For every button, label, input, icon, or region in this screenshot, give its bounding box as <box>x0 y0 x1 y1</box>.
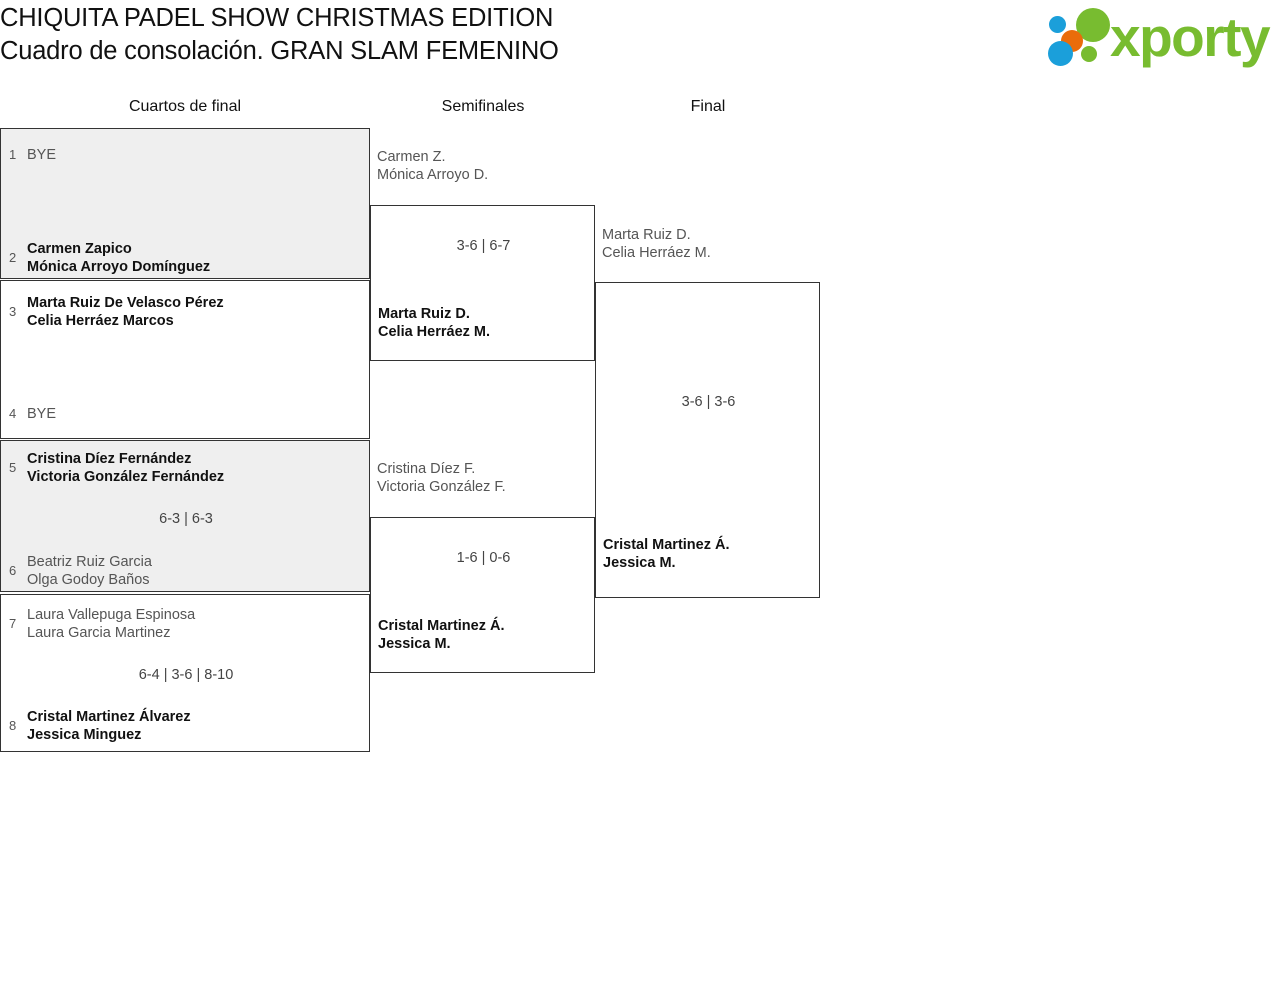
final-team-bottom-champion[interactable]: Cristal Martinez Á. Jessica M. <box>603 537 730 571</box>
team-names: Laura Vallepuga Espinosa Laura Garcia Ma… <box>27 607 196 641</box>
seed-number: 5 <box>9 460 17 475</box>
match-box-sf-2[interactable]: 1-6 | 0-6 Cristal Martinez Á. Jessica M. <box>370 517 595 673</box>
qf-2-team-bottom[interactable]: 4 BYE <box>9 405 56 423</box>
match-box-final[interactable]: 3-6 | 3-6 Cristal Martinez Á. Jessica M. <box>595 282 820 598</box>
sf-2-team-top[interactable]: Cristina Díez F. Victoria González F. <box>377 461 506 495</box>
team-names: BYE <box>27 406 57 422</box>
team-names: Cristina Díez Fernández Victoria Gonzále… <box>27 451 225 485</box>
qf-1-team-bottom[interactable]: 2 Carmen Zapico Mónica Arroyo Domínguez <box>9 240 210 276</box>
sf-1-team-top[interactable]: Carmen Z. Mónica Arroyo D. <box>377 149 489 183</box>
bracket-subtitle: Cuadro de consolación. GRAN SLAM FEMENIN… <box>0 37 559 65</box>
team-names: Marta Ruiz De Velasco Pérez Celia Herráe… <box>27 295 224 329</box>
seed-number: 1 <box>9 147 17 162</box>
qf-3-score: 6-3 | 6-3 <box>159 511 213 527</box>
sf-2-score: 1-6 | 0-6 <box>456 550 511 566</box>
logo-dot-blue-large <box>1048 41 1073 66</box>
qf-2-team-top[interactable]: 3 Marta Ruiz De Velasco Pérez Celia Herr… <box>9 294 224 330</box>
seed-number: 4 <box>9 406 17 421</box>
sf-2-team-bottom[interactable]: Cristal Martinez Á. Jessica M. <box>378 618 505 652</box>
logo-wordmark: xporty <box>1110 6 1271 68</box>
qf-4-score: 6-4 | 3-6 | 8-10 <box>138 667 234 683</box>
final-score: 3-6 | 3-6 <box>681 394 736 410</box>
page-header: CHIQUITA PADEL SHOW CHRISTMAS EDITION Cu… <box>0 0 1280 78</box>
team-names: Carmen Zapico Mónica Arroyo Domínguez <box>27 241 211 275</box>
round-header-quarterfinals: Cuartos de final <box>128 98 242 115</box>
logo-dot-green-small <box>1081 46 1097 62</box>
logo-dots-icon <box>1048 8 1114 68</box>
tournament-name: CHIQUITA PADEL SHOW CHRISTMAS EDITION <box>0 4 554 32</box>
qf-1-team-top[interactable]: 1 BYE <box>9 146 56 164</box>
match-box-qf-2[interactable]: 3 Marta Ruiz De Velasco Pérez Celia Herr… <box>0 280 370 439</box>
xporty-logo[interactable]: xporty <box>1048 4 1274 72</box>
team-names: BYE <box>27 147 57 163</box>
round-header-semifinals: Semifinales <box>441 98 525 115</box>
round-header-final: Final <box>690 98 726 115</box>
sf-1-team-bottom[interactable]: Marta Ruiz D. Celia Herráez M. <box>378 306 491 340</box>
qf-4-team-bottom[interactable]: 8 Cristal Martinez Álvarez Jessica Mingu… <box>9 708 191 744</box>
logo-dot-blue-small <box>1049 16 1066 33</box>
seed-number: 2 <box>9 250 17 265</box>
qf-3-team-top[interactable]: 5 Cristina Díez Fernández Victoria Gonzá… <box>9 450 224 486</box>
qf-4-team-top[interactable]: 7 Laura Vallepuga Espinosa Laura Garcia … <box>9 606 195 642</box>
seed-number: 6 <box>9 563 17 578</box>
sf-1-score: 3-6 | 6-7 <box>456 238 511 254</box>
match-box-qf-1[interactable]: 1 BYE 2 Carmen Zapico Mónica Arroyo Domí… <box>0 128 370 279</box>
seed-number: 3 <box>9 304 17 319</box>
seed-number: 7 <box>9 616 17 631</box>
team-names: Beatriz Ruiz Garcia Olga Godoy Baños <box>27 554 152 588</box>
match-box-sf-1[interactable]: 3-6 | 6-7 Marta Ruiz D. Celia Herráez M. <box>370 205 595 361</box>
seed-number: 8 <box>9 718 17 733</box>
qf-3-team-bottom[interactable]: 6 Beatriz Ruiz Garcia Olga Godoy Baños <box>9 553 152 589</box>
team-names: Cristal Martinez Álvarez Jessica Minguez <box>27 709 191 743</box>
tournament-title-block: CHIQUITA PADEL SHOW CHRISTMAS EDITION Cu… <box>0 2 900 68</box>
match-box-qf-4[interactable]: 7 Laura Vallepuga Espinosa Laura Garcia … <box>0 594 370 752</box>
match-box-qf-3[interactable]: 5 Cristina Díez Fernández Victoria Gonzá… <box>0 440 370 592</box>
final-team-top[interactable]: Marta Ruiz D. Celia Herráez M. <box>602 227 711 261</box>
